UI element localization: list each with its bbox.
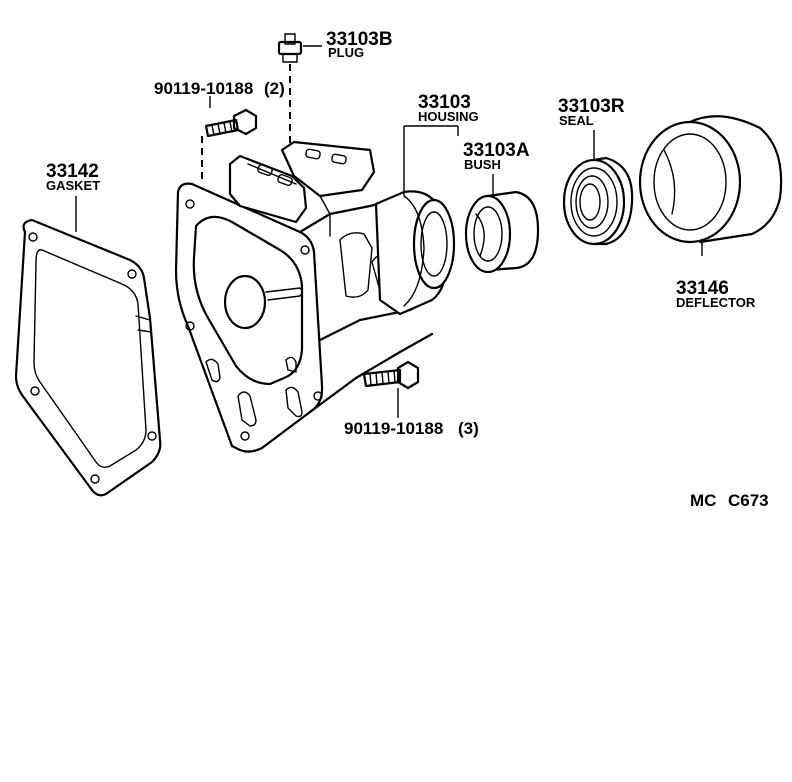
plug-drawing — [277, 33, 303, 148]
gasket-number: 33142 — [46, 161, 99, 182]
lower-bolt-number: 90119-10188 — [344, 419, 443, 438]
plug-number: 33103B — [326, 29, 393, 50]
part-labels: 33103B PLUG 90119-10188 (2) 33103 HOUSIN… — [46, 29, 769, 510]
bush-number: 33103A — [463, 140, 530, 161]
upper-bolt-number: 90119-10188 — [154, 79, 253, 98]
upper-bolt-qty: (2) — [264, 79, 285, 98]
plug-name: PLUG — [328, 45, 364, 60]
bush-drawing — [464, 190, 540, 274]
reference-prefix: MC — [690, 491, 716, 510]
seal-number: 33103R — [558, 96, 625, 117]
lower-bolt-qty: (3) — [458, 419, 479, 438]
reference-code: C673 — [728, 491, 769, 510]
housing-name: HOUSING — [418, 109, 479, 124]
deflector-number: 33146 — [676, 278, 729, 299]
lower-bolt-drawing — [362, 360, 420, 390]
deflector-name: DEFLECTOR — [676, 295, 756, 310]
bush-name: BUSH — [464, 157, 501, 172]
housing-drawing — [174, 140, 456, 453]
upper-bolt-drawing — [201, 108, 258, 180]
housing-number: 33103 — [418, 92, 471, 113]
seal-name: SEAL — [559, 113, 594, 128]
leader-lines — [75, 45, 703, 418]
deflector-drawing — [638, 115, 783, 244]
gasket-drawing — [14, 218, 162, 497]
seal-drawing — [562, 156, 634, 246]
gasket-name: GASKET — [46, 178, 100, 193]
